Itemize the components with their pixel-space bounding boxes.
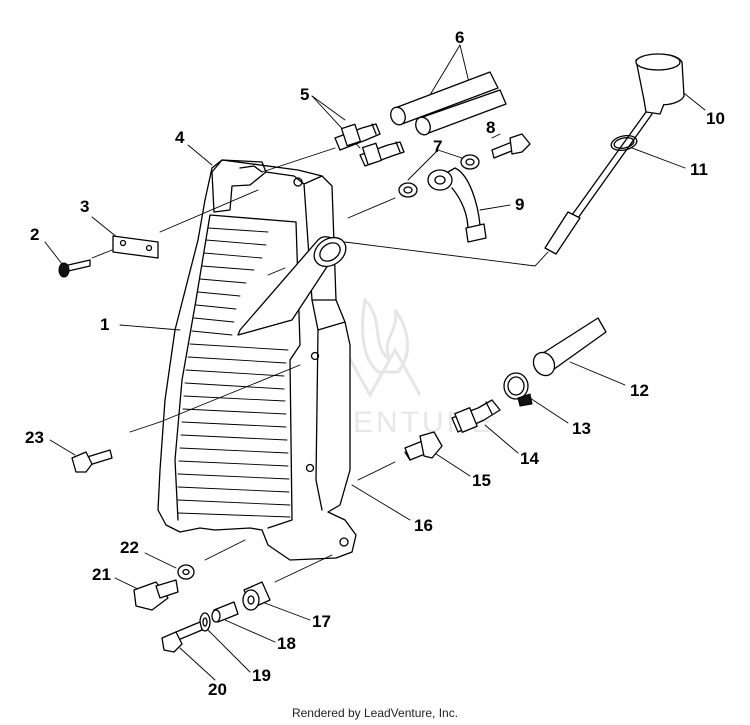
callout-1: 1 — [100, 315, 109, 334]
callout-21: 21 — [92, 565, 111, 584]
part-6-hose-lower — [415, 89, 507, 136]
part-23-bolt — [71, 449, 113, 473]
callout-17: 17 — [312, 612, 331, 631]
footer-credit: Rendered by LeadVenture, Inc. — [291, 706, 459, 720]
callout-15: 15 — [472, 471, 491, 490]
callout-5: 5 — [300, 85, 309, 104]
callout-6: 6 — [455, 28, 464, 47]
callout-7: 7 — [433, 137, 442, 156]
part-18-sleeve — [211, 601, 239, 623]
callout-19: 19 — [252, 666, 271, 685]
part-10-dipstick-cap — [635, 53, 685, 115]
callout-12: 12 — [630, 381, 649, 400]
part-5-fitting-upper — [334, 123, 381, 151]
part-13-clamp — [503, 372, 533, 407]
callout-11: 11 — [690, 160, 708, 179]
callout-16: 16 — [414, 516, 433, 535]
callout-4: 4 — [175, 128, 185, 147]
callout-22: 22 — [120, 538, 139, 557]
callout-20: 20 — [208, 680, 227, 699]
part-5-fitting-lower — [359, 141, 405, 167]
part-20-bolt — [161, 621, 203, 653]
callout-10: 10 — [706, 109, 725, 128]
callout-8: 8 — [486, 118, 495, 137]
callout-23: 23 — [25, 428, 44, 447]
leader-lines — [44, 44, 706, 681]
part-15-drain-valve — [404, 431, 443, 461]
callout-13: 13 — [572, 419, 591, 438]
part-22-washer — [177, 564, 195, 580]
oil-tank — [157, 159, 357, 561]
part-2-screw — [58, 259, 91, 278]
callout-2: 2 — [30, 225, 39, 244]
part-12-hose — [532, 317, 607, 377]
part-17-spacer — [242, 581, 271, 611]
part-3-bracket — [112, 235, 159, 259]
part-21-plug — [133, 579, 179, 611]
tank-ribs — [177, 227, 291, 518]
callout-18: 18 — [277, 634, 296, 653]
callout-9: 9 — [515, 195, 524, 214]
part-11-dipstick-rod — [544, 111, 653, 255]
part-19-washer — [199, 612, 211, 632]
callout-3: 3 — [80, 197, 89, 216]
part-9-banjo-fitting — [427, 167, 487, 243]
part-7-washers — [398, 154, 480, 198]
callout-numbers: 1 2 3 4 5 6 7 8 9 10 11 12 13 14 15 16 1… — [25, 28, 725, 699]
callout-14: 14 — [520, 449, 539, 468]
part-6-hose-upper — [390, 71, 499, 126]
part-14-hose-barb — [451, 399, 501, 433]
part-8-bolt — [491, 133, 531, 159]
